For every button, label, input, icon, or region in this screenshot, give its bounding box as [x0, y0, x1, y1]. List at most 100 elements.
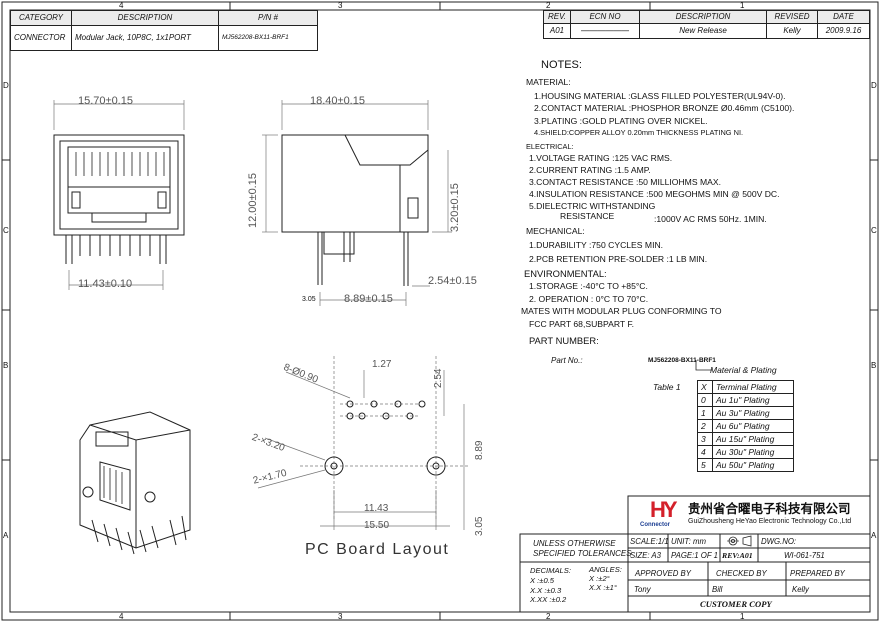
material-line-1: 1.HOUSING MATERIAL :GLASS FILLED POLYEST… [534, 91, 786, 101]
rev-col-description: DESCRIPTION [639, 10, 767, 24]
material-line-4: 4.SHIELD:COPPER ALLOY 0.20mm THICKNESS P… [534, 128, 744, 137]
electrical-line-4: 4.INSULATION RESISTANCE :500 MEGOHMS MIN… [529, 189, 780, 199]
prepared-label: PREPARED BY [790, 569, 845, 578]
dim-side-small: 3.05 [302, 296, 316, 303]
rev-col-rev: REV. [543, 10, 571, 24]
zone-left-c: C [3, 226, 9, 235]
decimal-x: X :±0.5 [530, 576, 555, 585]
header-category: CONNECTOR [10, 25, 72, 51]
zone-right-d: D [871, 81, 877, 90]
decimal-xxx: X.XX :±0.2 [530, 595, 567, 604]
unit: UNIT: mm [671, 537, 706, 546]
iso-view [79, 411, 191, 555]
company-logo: HY [648, 498, 682, 524]
customer-copy: CUSTOMER COPY [700, 599, 772, 609]
plating-row-1-value: Au 3u" Plating [712, 406, 794, 420]
side-view [262, 100, 452, 306]
plating-row-5-value: Au 50u" Plating [712, 458, 794, 472]
size: SIZE: A3 [630, 551, 661, 560]
company-name-cn: 贵州省合曜电子科技有限公司 [688, 502, 851, 516]
plating-row-0-x: 0 [697, 393, 713, 407]
page: PAGE:1 OF 1 [671, 551, 718, 560]
electrical-line-7: :1000V AC RMS 50Hz. 1MIN. [654, 214, 767, 224]
dim-side-pin-offset: 2.54±0.15 [428, 275, 477, 287]
zone-top-4: 4 [119, 1, 124, 10]
dwg-no: WI-061-751 [784, 551, 825, 560]
part-number-title: PART NUMBER: [529, 335, 599, 346]
zone-left-b: B [3, 361, 9, 370]
dim-front-width: 15.70±0.15 [78, 95, 133, 107]
rev-value: A01 [543, 23, 571, 39]
electrical-title: ELECTRICAL: [526, 142, 574, 151]
dwg-label: DWG.NO: [761, 537, 797, 546]
electrical-line-1: 1.VOLTAGE RATING :125 VAC RMS. [529, 153, 673, 163]
header-pn: MJ562208-BX11-BRF1 [218, 25, 318, 51]
zone-top-1: 1 [740, 1, 745, 10]
zone-bottom-4: 4 [119, 612, 124, 621]
zone-top-3: 3 [338, 1, 343, 10]
scale: SCALE:1/1 [630, 537, 669, 546]
mechanical-title: MECHANICAL: [526, 226, 585, 236]
plating-row-1-x: 1 [697, 406, 713, 420]
mates-line-2: FCC PART 68,SUBPART F. [529, 319, 635, 329]
company-name-en: GuiZhousheng HeYao Electronic Technology… [688, 518, 852, 525]
notes-heading: NOTES: [541, 59, 582, 71]
plating-row-3-value: Au 15u" Plating [712, 432, 794, 446]
zone-right-a: A [871, 531, 877, 540]
header-col-pn: P/N # [218, 10, 318, 26]
environmental-line-1: 1.STORAGE :-40°C TO +85°C. [529, 281, 648, 291]
header-table: CATEGORY DESCRIPTION P/N # CONNECTOR Mod… [10, 10, 318, 51]
material-plating-label: Material & Plating [710, 365, 777, 375]
dim-side-height: 12.00±0.15 [247, 173, 259, 228]
header-col-category: CATEGORY [10, 10, 72, 26]
electrical-line-5: 5.DIELECTRIC WITHSTANDING [529, 201, 656, 211]
rev-revised: Kelly [766, 23, 818, 39]
zone-bottom-1: 1 [740, 612, 745, 621]
dim-side-pin-span: 8.89±0.15 [344, 293, 393, 305]
material-title: MATERIAL: [526, 77, 571, 87]
plating-col-terminal: Terminal Plating [712, 380, 794, 394]
electrical-line-2: 2.CURRENT RATING :1.5 AMP. [529, 165, 651, 175]
zone-bottom-2: 2 [546, 612, 551, 621]
electrical-line-3: 3.CONTACT RESISTANCE :50 MILLIOHMS MAX. [529, 177, 721, 187]
zone-left-d: D [3, 81, 9, 90]
zone-right-b: B [871, 361, 877, 370]
plating-row-2-value: Au 6u" Plating [712, 419, 794, 433]
part-no-callout-line [695, 360, 712, 371]
zone-right-c: C [871, 226, 877, 235]
rev-col-revised: REVISED [766, 10, 818, 24]
decimals-label: DECIMALS: [530, 566, 571, 575]
table-label: Table 1 [653, 382, 681, 392]
environmental-line-2: 2. OPERATION : 0°C TO 70°C. [529, 294, 649, 304]
plating-row-5-x: 5 [697, 458, 713, 472]
zone-left-a: A [3, 531, 9, 540]
dim-pcb-254: 2.54 [433, 368, 444, 388]
tolerance-title-2: SPECIFIED TOLERANCES [533, 549, 632, 558]
dim-pcb-127: 1.27 [372, 359, 392, 370]
angle-xx: X.X :±1° [589, 583, 617, 592]
checked-by: Bill [712, 585, 723, 594]
dim-pcb-889: 8.89 [474, 440, 485, 460]
rev-description: New Release [639, 23, 767, 39]
rev-cell: REV:A01 [722, 551, 753, 560]
mates-line-1: MATES WITH MODULAR PLUG CONFORMING TO [521, 306, 722, 316]
projection-symbol-icon [727, 535, 752, 547]
front-view [53, 100, 185, 290]
pcb-layout-title: PC Board Layout [305, 541, 450, 558]
logo-sub: Connector [640, 522, 670, 528]
electrical-line-6: RESISTANCE [560, 211, 615, 221]
dim-side-length: 18.40±0.15 [310, 95, 365, 107]
dim-pcb-1550: 15.50 [364, 520, 390, 531]
dim-front-pitch: 11.43±0.10 [78, 278, 133, 290]
zone-top-2: 2 [546, 1, 551, 10]
approved-by: Tony [634, 585, 651, 594]
rev-col-ecn: ECN NO [570, 10, 640, 24]
dim-side-pin: 3.20±0.15 [449, 183, 461, 232]
plating-row-0-value: Au 1u" Plating [712, 393, 794, 407]
environmental-title: ENVIRONMENTAL: [524, 268, 607, 279]
part-no-label: Part No.: [551, 356, 583, 365]
decimal-xx: X.X :±0.3 [530, 586, 562, 595]
mechanical-line-2: 2.PCB RETENTION PRE-SOLDER :1 LB MIN. [529, 254, 708, 264]
